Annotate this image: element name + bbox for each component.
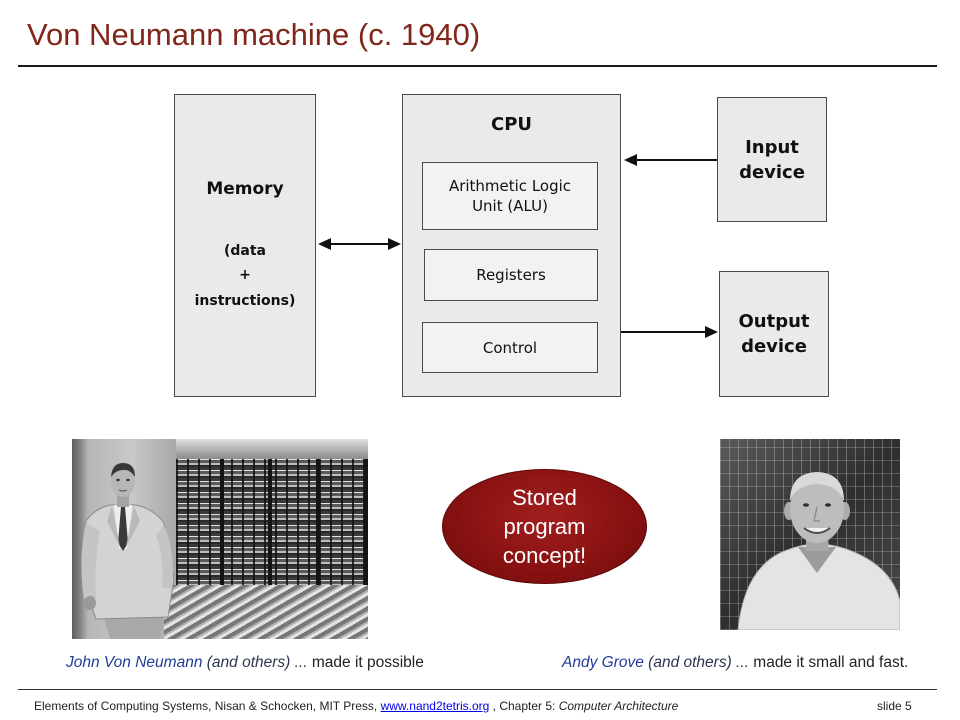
person-smile bbox=[803, 527, 831, 534]
person-hand bbox=[84, 596, 96, 610]
control-label: Control bbox=[482, 338, 538, 357]
title-divider bbox=[18, 65, 937, 67]
person-lapel bbox=[126, 506, 140, 547]
stored-program-callout: Stored program concept! bbox=[442, 469, 647, 584]
person-eye bbox=[116, 478, 120, 482]
output-device-label-line: Output bbox=[738, 311, 810, 332]
footer-citation: Elements of Computing Systems, Nisan & S… bbox=[34, 699, 678, 713]
caption-name: Andy Grove bbox=[562, 654, 644, 671]
caption-text: made it possible bbox=[311, 654, 424, 671]
control-box: Control bbox=[422, 322, 598, 373]
person-eye bbox=[126, 478, 130, 482]
memory-box: Memory (data + instructions) bbox=[174, 94, 316, 397]
andy-grove-photo bbox=[720, 439, 900, 630]
person-head bbox=[111, 465, 135, 497]
person-eye bbox=[803, 503, 809, 507]
caption-text: made it small and fast. bbox=[753, 654, 909, 671]
callout-line: Stored bbox=[512, 485, 577, 510]
arrowhead-left bbox=[624, 154, 637, 166]
footer-website-link[interactable]: www.nand2tetris.org bbox=[380, 699, 490, 713]
john-von-neumann-photo bbox=[72, 439, 368, 639]
person-nose bbox=[813, 506, 820, 522]
slide-title: Von Neumann machine (c. 1940) bbox=[27, 17, 481, 52]
footer-chapter-prefix: , Chapter 5: bbox=[492, 699, 556, 713]
cpu-title: CPU bbox=[490, 114, 533, 135]
cpu-to-output-arrow bbox=[621, 326, 718, 338]
person-hair bbox=[111, 463, 135, 477]
memory-content-line: (data bbox=[223, 243, 266, 259]
memory-content-line: instructions) bbox=[194, 293, 296, 309]
person-figure bbox=[81, 463, 175, 639]
person-mouth bbox=[118, 489, 128, 492]
computer-machine-base bbox=[164, 585, 368, 639]
person-arm bbox=[81, 523, 100, 599]
footer-book: Elements of Computing Systems, Nisan & S… bbox=[34, 699, 378, 713]
computer-rack-frames bbox=[176, 439, 368, 599]
registers-label: Registers bbox=[476, 266, 546, 284]
caption-others: (and others) ... bbox=[648, 654, 749, 671]
caption-name: John Von Neumann bbox=[66, 654, 203, 671]
slide-number: slide 5 bbox=[877, 699, 912, 713]
registers-box: Registers bbox=[424, 249, 598, 301]
cpu-box: CPU Arithmetic Logic Unit (ALU) Register… bbox=[402, 94, 621, 397]
caption-others: (and others) ... bbox=[206, 654, 308, 671]
output-device-label-line: device bbox=[741, 336, 807, 357]
footer-divider bbox=[18, 689, 937, 690]
caption-left: John Von Neumann (and others) ... made i… bbox=[66, 654, 424, 672]
arrowhead-right bbox=[388, 238, 401, 250]
input-device-box: Input device bbox=[717, 97, 827, 222]
person-tie bbox=[118, 507, 128, 551]
person-collar bbox=[798, 547, 836, 573]
callout-line: program bbox=[503, 514, 586, 539]
callout-line: concept! bbox=[502, 543, 587, 568]
alu-label-line: Unit (ALU) bbox=[472, 197, 548, 215]
alu-label-line: Arithmetic Logic bbox=[448, 177, 572, 195]
person-eye bbox=[825, 503, 831, 507]
input-device-label-line: Input bbox=[745, 136, 799, 158]
person-hair bbox=[790, 472, 844, 501]
person-lapel bbox=[107, 506, 120, 547]
input-device-label-line: device bbox=[739, 161, 805, 183]
computer-rack-top-panel bbox=[176, 439, 368, 459]
memory-title: Memory bbox=[206, 179, 284, 199]
alu-box: Arithmetic Logic Unit (ALU) bbox=[422, 162, 598, 230]
person-figure bbox=[737, 472, 900, 630]
arrowhead-left bbox=[318, 238, 331, 250]
caption-right: Andy Grove (and others) ... made it smal… bbox=[562, 654, 908, 672]
arrowhead-right bbox=[705, 326, 718, 338]
person-neck bbox=[117, 493, 129, 507]
person-arm bbox=[156, 525, 173, 589]
footer-chapter-title: Computer Architecture bbox=[558, 699, 679, 713]
output-device-box: Output device bbox=[719, 271, 829, 397]
input-to-cpu-arrow bbox=[624, 154, 717, 166]
memory-content-line: + bbox=[239, 267, 251, 283]
memory-cpu-double-arrow bbox=[318, 238, 401, 250]
